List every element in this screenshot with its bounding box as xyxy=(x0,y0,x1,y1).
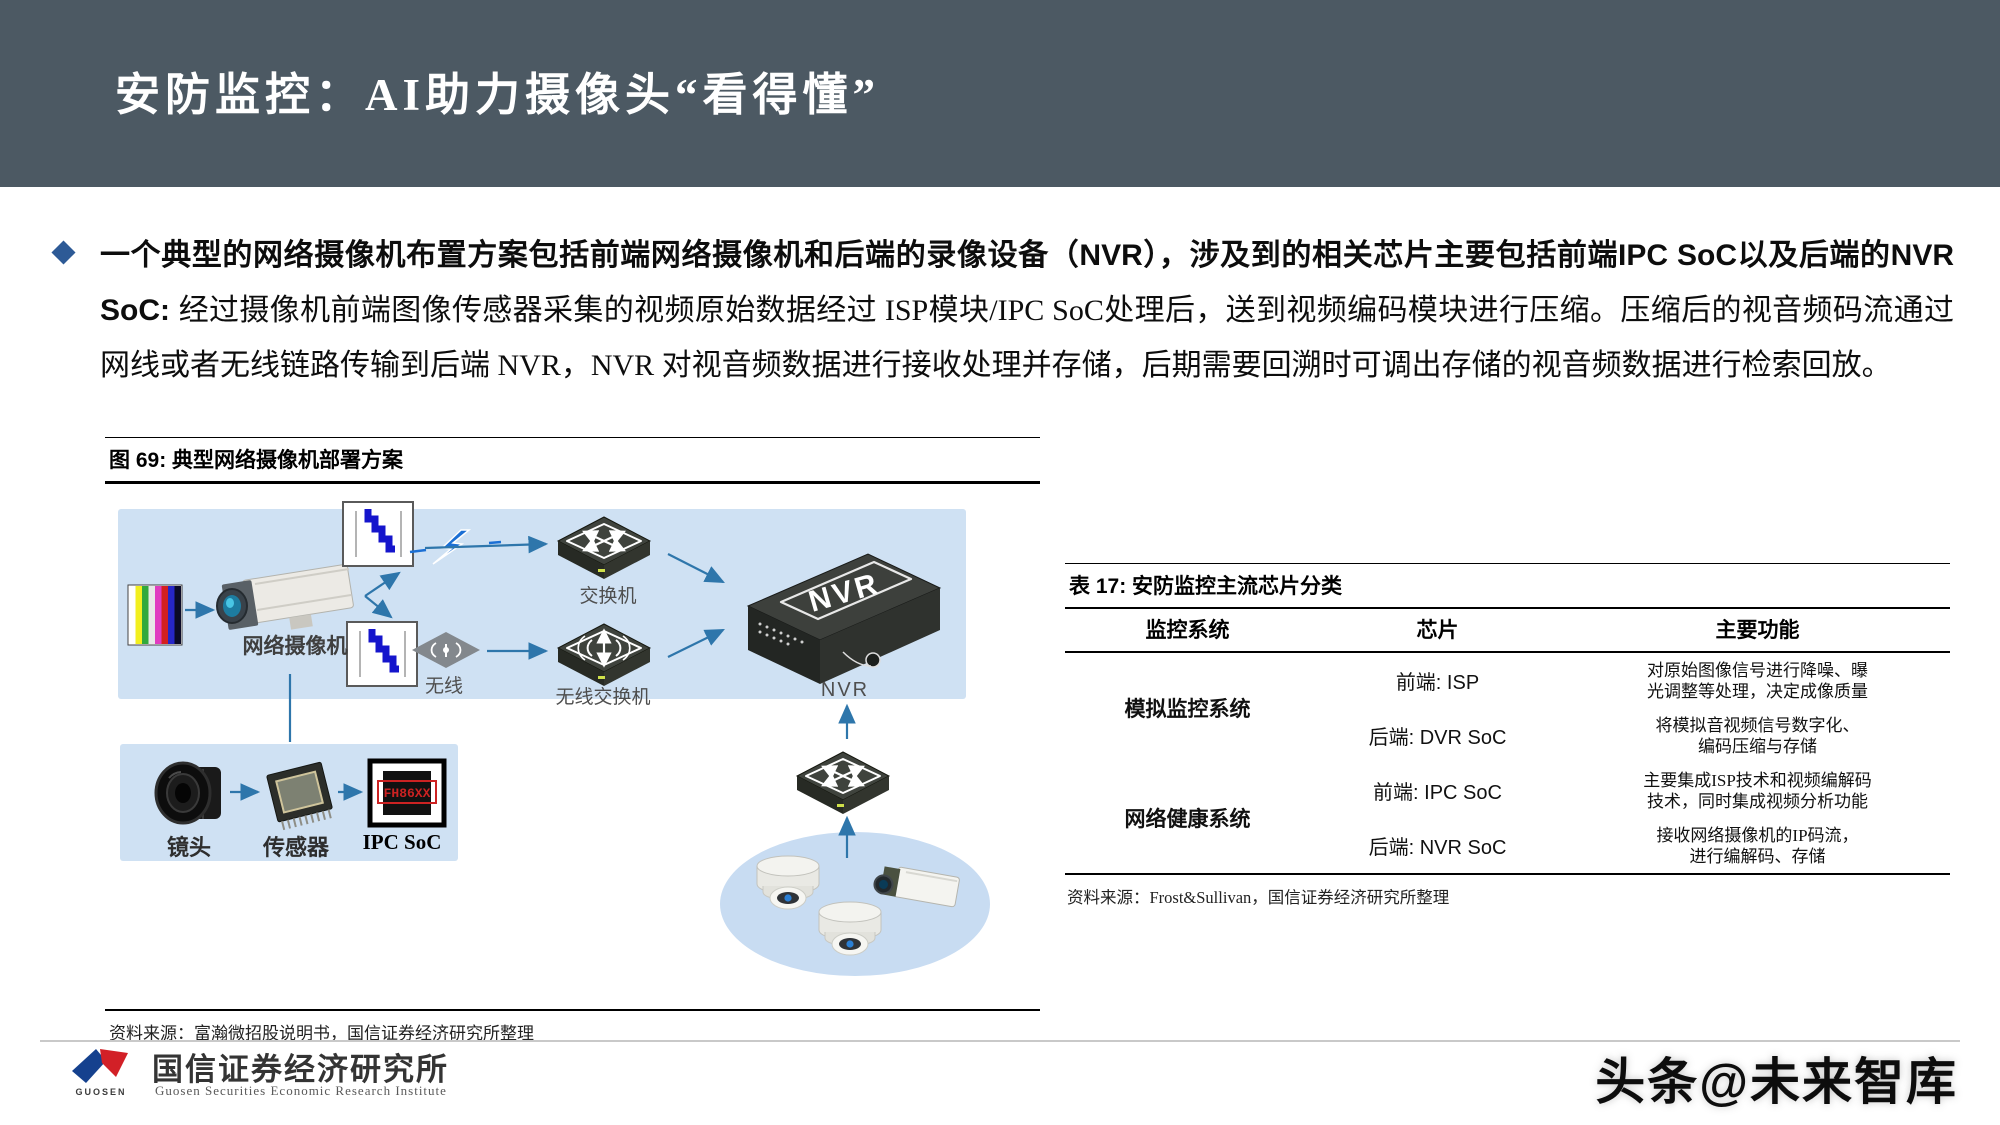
guosen-logo-icon xyxy=(72,1049,128,1083)
sensor-label: 传感器 xyxy=(262,835,329,860)
wireless-switch-label: 无线交换机 xyxy=(555,687,651,708)
bottom-switch-icon xyxy=(797,752,889,814)
guosen-logo-text: GUOSEN xyxy=(75,1087,127,1097)
deployment-diagram: NVR xyxy=(118,484,990,976)
table-source: 资料来源：Frost&Sullivan，国信证券经济研究所整理 xyxy=(1067,888,1450,907)
signal-waveform-icon xyxy=(343,502,413,566)
chip-marking: FH86XX xyxy=(384,786,431,801)
function-cell: 对原始图像信号进行降噪、曝 光调整等处理，决定成像质量 xyxy=(1647,660,1868,701)
switch-label: 交换机 xyxy=(579,586,637,607)
chip-cell: 前端: IPC SoC xyxy=(1373,782,1502,804)
chip-cell: 后端: DVR SoC xyxy=(1368,727,1507,749)
nvr-device: NVR xyxy=(746,553,942,684)
table-row: 后端: DVR SoC 将模拟音视频信号数字化、 编码压缩与存储 xyxy=(1065,708,1950,763)
table-row: 后端: NVR SoC 接收网络摄像机的IP码流， 进行编解码、存储 xyxy=(1065,818,1950,874)
table-header-row: 监控系统 芯片 主要功能 xyxy=(1065,608,1950,653)
page-title: 安防监控：AI助力摄像头“看得懂” xyxy=(115,70,881,120)
chip-cell: 前端: ISP xyxy=(1395,672,1480,694)
camera-label: 网络摄像机 xyxy=(242,634,348,658)
colorbar-test-pattern xyxy=(127,584,183,646)
watermark: 头条@未来智库 xyxy=(1595,1054,1958,1110)
function-cell: 将模拟音视频信号数字化、 编码压缩与存储 xyxy=(1655,715,1860,756)
bullet-diamond-icon xyxy=(51,240,76,265)
figure-source: 资料来源：富瀚微招股说明书，国信证券经济研究所整理 xyxy=(105,1009,1040,1044)
table-row: 网络健康系统 前端: IPC SoC 主要集成ISP技术和视频编解码 技术，同时… xyxy=(1065,763,1950,832)
chip-classification-table: 监控系统 芯片 主要功能 模拟监控系统 前端: ISP 对原始图像信号进行降噪、… xyxy=(1065,607,1950,875)
footer-divider xyxy=(40,1040,1960,1042)
network-camera-illustration xyxy=(216,563,354,630)
ipc-soc-chip: FH86XX xyxy=(367,758,447,828)
col-header-chip: 芯片 xyxy=(1310,608,1565,653)
ipc-soc-label: IPC SoC xyxy=(362,830,442,854)
bullet-text-body: 经过摄像机前端图像传感器采集的视频原始数据经过 ISP模块/IPC SoC处理后… xyxy=(100,294,1954,382)
slide-header: 安防监控：AI助力摄像头“看得懂” xyxy=(0,0,2000,187)
nvr-caption-label: NVR xyxy=(820,679,870,701)
figure-69: 图 69: 典型网络摄像机部署方案 xyxy=(105,437,1040,1044)
system-cell: 模拟监控系统 xyxy=(1124,697,1251,721)
figure-diagram: NVR xyxy=(105,484,1040,1009)
bullet-paragraph: 一个典型的网络摄像机布置方案包括前端网络摄像机和后端的录像设备（NVR），涉及到… xyxy=(51,228,1954,393)
chip-cell: 后端: NVR SoC xyxy=(1368,837,1507,859)
function-cell: 接收网络摄像机的IP码流， 进行编解码、存储 xyxy=(1656,825,1859,866)
table-row: 模拟监控系统 前端: ISP 对原始图像信号进行降噪、曝 光调整等处理，决定成像… xyxy=(1065,652,1950,722)
col-header-system: 监控系统 xyxy=(1065,608,1310,653)
box-camera-icon xyxy=(873,866,960,908)
signal-waveform-icon xyxy=(347,622,417,686)
lens-label: 镜头 xyxy=(166,835,211,860)
company-name-en: Guosen Securities Economic Research Inst… xyxy=(155,1083,447,1098)
company-name-cn: 国信证券经济研究所 xyxy=(152,1052,449,1087)
bullet-text-bold: 一个典型的网络摄像机布置方案包括前端网络摄像机和后端的录像设备（NVR），涉及到… xyxy=(100,239,1954,327)
table-17: 表 17: 安防监控主流芯片分类 监控系统 芯片 主要功能 模拟监控系统 前端:… xyxy=(1065,563,1950,908)
lens-photo xyxy=(154,761,221,825)
bullet-text: 一个典型的网络摄像机布置方案包括前端网络摄像机和后端的录像设备（NVR），涉及到… xyxy=(100,228,1954,393)
figure-caption: 图 69: 典型网络摄像机部署方案 xyxy=(105,437,1040,484)
wireless-label: 无线 xyxy=(424,676,463,697)
sensor-chip xyxy=(266,761,333,831)
wireless-icon xyxy=(412,632,480,668)
system-cell: 网络健康系统 xyxy=(1124,807,1251,831)
function-cell: 主要集成ISP技术和视频编解码 技术，同时集成视频分析功能 xyxy=(1643,770,1872,811)
col-header-function: 主要功能 xyxy=(1565,608,1950,653)
table-caption: 表 17: 安防监控主流芯片分类 xyxy=(1065,563,1950,607)
flow-arrows xyxy=(185,535,856,858)
